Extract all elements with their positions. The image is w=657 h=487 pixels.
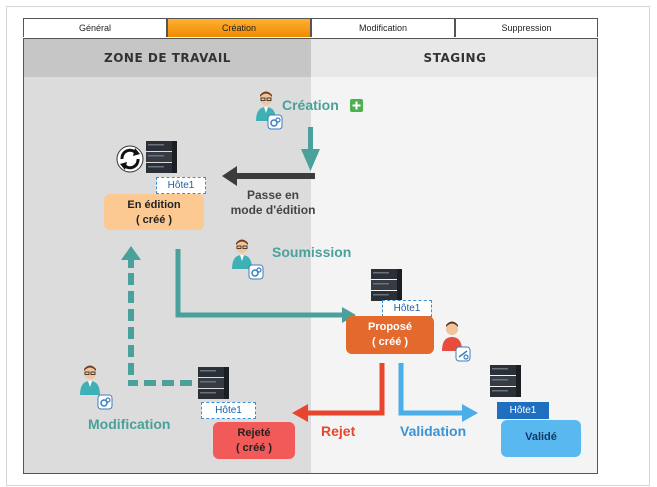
state-title: En édition xyxy=(127,199,181,211)
host-tag: Hôte1 xyxy=(156,177,206,194)
state-title: Validé xyxy=(525,431,557,443)
modification-label: Modification xyxy=(88,416,171,432)
state-title: Rejeté xyxy=(237,427,271,439)
edit-arrow-head xyxy=(222,166,237,186)
host-tag: Hôte1 xyxy=(382,300,432,317)
state-propose[interactable]: Proposé ( créé ) xyxy=(346,316,434,354)
modification-arrow-head xyxy=(121,246,141,260)
refresh-icon xyxy=(116,145,144,173)
tab-general[interactable]: Général xyxy=(23,18,167,37)
creation-gear-icon xyxy=(267,114,283,130)
staging-zone-title: STAGING xyxy=(311,39,597,77)
submission-gear-icon xyxy=(248,264,264,280)
modification-gear-icon xyxy=(97,394,113,410)
submission-arrow-path xyxy=(175,249,344,318)
state-en-edition[interactable]: En édition ( créé ) xyxy=(104,194,204,230)
validation-arrow-head xyxy=(462,404,478,422)
edit-mode-label: Passe en mode d'édition xyxy=(227,188,319,218)
tab-creation[interactable]: Création xyxy=(167,18,311,37)
state-subtitle: ( créé ) xyxy=(135,214,173,226)
reject-arrow-path xyxy=(306,363,385,416)
state-valide[interactable]: Validé xyxy=(501,420,581,457)
reject-label: Rejet xyxy=(321,423,356,439)
state-title: Proposé xyxy=(367,321,412,333)
edit-mode-line2: mode d'édition xyxy=(230,203,316,217)
review-gear-icon xyxy=(455,346,471,362)
add-icon xyxy=(350,99,363,112)
tab-suppression[interactable]: Suppression xyxy=(455,18,598,37)
reject-arrow-head xyxy=(292,404,308,422)
submission-person-icon xyxy=(231,239,253,270)
creation-arrow-shaft xyxy=(308,127,313,151)
server-icon xyxy=(371,269,402,301)
creation-arrow-head xyxy=(301,149,320,171)
edit-mode-line1: Passe en xyxy=(246,188,300,202)
work-zone-title: ZONE DE TRAVAIL xyxy=(24,39,311,77)
state-rejete[interactable]: Rejeté ( créé ) xyxy=(213,422,295,459)
modification-dashed-arrow xyxy=(128,258,192,386)
server-icon xyxy=(490,365,521,397)
tab-modification[interactable]: Modification xyxy=(311,18,455,37)
tab-bar: Général Création Modification Suppressio… xyxy=(23,18,598,38)
edit-arrow-shaft xyxy=(236,173,315,179)
modification-person-icon xyxy=(79,365,101,396)
host-tag: Hôte1 xyxy=(497,402,549,419)
validation-arrow-path xyxy=(398,363,464,416)
creation-label: Création xyxy=(282,97,339,113)
validation-label: Validation xyxy=(400,423,467,439)
server-icon xyxy=(146,141,177,173)
state-subtitle: ( créé ) xyxy=(371,336,409,348)
state-subtitle: ( créé ) xyxy=(235,442,273,454)
host-tag: Hôte1 xyxy=(201,402,256,419)
workflow-diagram: ZONE DE TRAVAIL STAGING xyxy=(23,38,598,474)
diagram-graphics xyxy=(79,91,521,422)
submission-arrow-head xyxy=(342,307,356,323)
submission-label: Soumission xyxy=(272,244,352,260)
server-icon xyxy=(198,367,229,399)
